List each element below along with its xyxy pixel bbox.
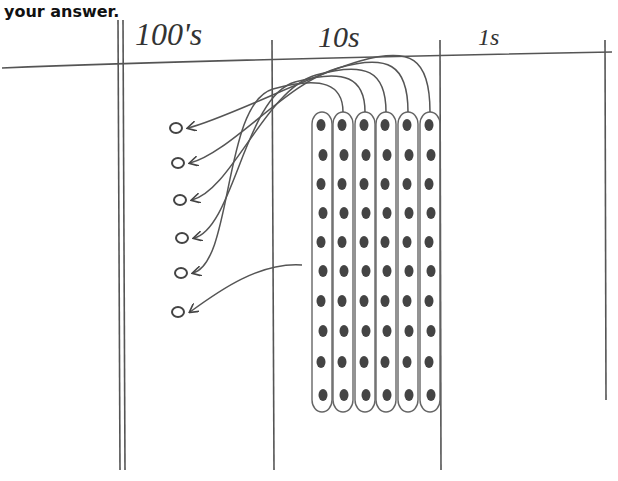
ten-dot bbox=[403, 178, 412, 190]
ten-dot bbox=[319, 325, 328, 337]
ten-dot bbox=[362, 207, 371, 219]
group-loop bbox=[398, 112, 418, 412]
ten-dot bbox=[319, 265, 328, 277]
regroup-arrow bbox=[192, 69, 386, 200]
hundred-circle bbox=[170, 123, 182, 133]
group-loop bbox=[333, 112, 353, 412]
ten-dot bbox=[405, 207, 414, 219]
ten-dot bbox=[338, 295, 347, 307]
column-heading: 10s bbox=[318, 20, 360, 54]
ten-dot bbox=[317, 178, 326, 190]
ten-dot bbox=[338, 119, 347, 131]
ten-dot bbox=[360, 178, 369, 190]
ten-dot bbox=[360, 119, 369, 131]
ten-dot bbox=[360, 356, 369, 368]
hundred-circle bbox=[175, 268, 187, 278]
regroup-arrow bbox=[190, 265, 302, 312]
column-heading: 1s bbox=[478, 24, 499, 51]
ten-dot bbox=[340, 265, 349, 277]
ten-dot bbox=[381, 236, 390, 248]
hundred-circle bbox=[172, 307, 184, 317]
group-loop bbox=[312, 112, 332, 412]
regroup-arrow bbox=[194, 76, 365, 238]
ten-dot bbox=[381, 178, 390, 190]
tens-dots bbox=[317, 119, 436, 401]
ten-dot bbox=[362, 389, 371, 401]
chart-lines bbox=[2, 20, 612, 470]
ten-dot bbox=[403, 295, 412, 307]
ten-dot bbox=[383, 325, 392, 337]
note-text: your answer. bbox=[4, 2, 119, 21]
ten-dot bbox=[403, 236, 412, 248]
ten-dot bbox=[383, 207, 392, 219]
ten-dot bbox=[362, 325, 371, 337]
ten-dot bbox=[383, 265, 392, 277]
regroup-arrows bbox=[188, 55, 430, 312]
ten-dot bbox=[340, 207, 349, 219]
ten-dot bbox=[317, 295, 326, 307]
ten-dot bbox=[319, 149, 328, 161]
ten-dot bbox=[381, 119, 390, 131]
ten-dot bbox=[425, 236, 434, 248]
ten-dot bbox=[360, 295, 369, 307]
ten-dot bbox=[317, 119, 326, 131]
ten-dot bbox=[405, 389, 414, 401]
ten-dot bbox=[425, 178, 434, 190]
ten-dot bbox=[427, 265, 436, 277]
ten-dot bbox=[362, 149, 371, 161]
ten-dot bbox=[403, 119, 412, 131]
ten-dot bbox=[319, 207, 328, 219]
ten-dot bbox=[403, 356, 412, 368]
ten-dot bbox=[427, 389, 436, 401]
ten-dot bbox=[425, 356, 434, 368]
regroup-arrow bbox=[193, 83, 343, 273]
hundred-circle bbox=[176, 233, 188, 243]
column-heading: 100's bbox=[135, 16, 202, 53]
group-loops bbox=[312, 112, 440, 412]
ten-dot bbox=[360, 236, 369, 248]
ten-dot bbox=[317, 356, 326, 368]
ten-dot bbox=[405, 325, 414, 337]
ten-dot bbox=[427, 207, 436, 219]
ten-dot bbox=[383, 389, 392, 401]
hundred-circle bbox=[174, 195, 186, 205]
ten-dot bbox=[425, 119, 434, 131]
ten-dot bbox=[362, 265, 371, 277]
ten-dot bbox=[405, 265, 414, 277]
ten-dot bbox=[427, 149, 436, 161]
group-loop bbox=[355, 112, 375, 412]
ten-dot bbox=[383, 149, 392, 161]
ten-dot bbox=[381, 356, 390, 368]
ten-dot bbox=[319, 389, 328, 401]
ten-dot bbox=[427, 325, 436, 337]
regroup-arrow bbox=[188, 55, 430, 128]
ten-dot bbox=[317, 236, 326, 248]
ten-dot bbox=[425, 295, 434, 307]
ten-dot bbox=[338, 178, 347, 190]
ten-dot bbox=[340, 389, 349, 401]
group-loop bbox=[376, 112, 396, 412]
hundred-circle bbox=[172, 158, 184, 168]
ten-dot bbox=[338, 356, 347, 368]
hundreds-circles bbox=[170, 123, 188, 317]
ten-dot bbox=[405, 149, 414, 161]
ten-dot bbox=[381, 295, 390, 307]
ten-dot bbox=[340, 149, 349, 161]
ten-dot bbox=[338, 236, 347, 248]
ten-dot bbox=[340, 325, 349, 337]
group-loop bbox=[420, 112, 440, 412]
